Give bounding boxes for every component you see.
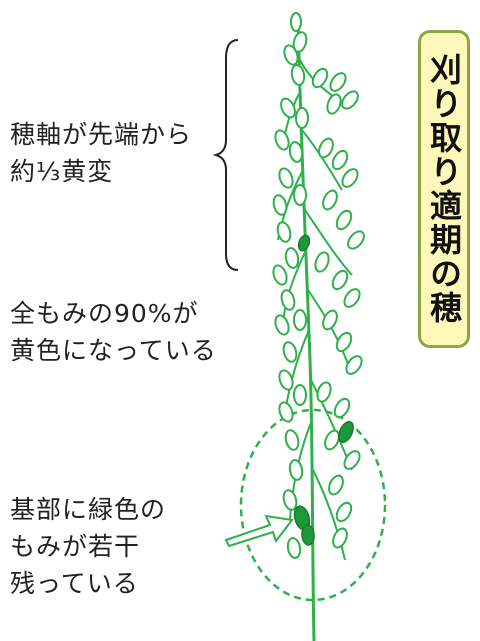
label-base-green-grains: 基部に緑色の もみが若干 残っている — [10, 495, 167, 598]
bracket-top — [212, 39, 239, 271]
label-90-percent-yellow: 全もみの90%が 黄色になっている — [10, 299, 217, 365]
title: 刈り取り適期の穂 — [425, 53, 463, 325]
arrow-icon — [224, 514, 294, 548]
panicle-grains — [272, 12, 365, 559]
base-highlight-ellipse — [239, 408, 387, 602]
title-box: 刈り取り適期の穂 — [418, 30, 470, 348]
green-grains — [293, 234, 354, 546]
label-axis-yellowing: 穂軸が先端から 約⅓黄変 — [10, 120, 193, 186]
